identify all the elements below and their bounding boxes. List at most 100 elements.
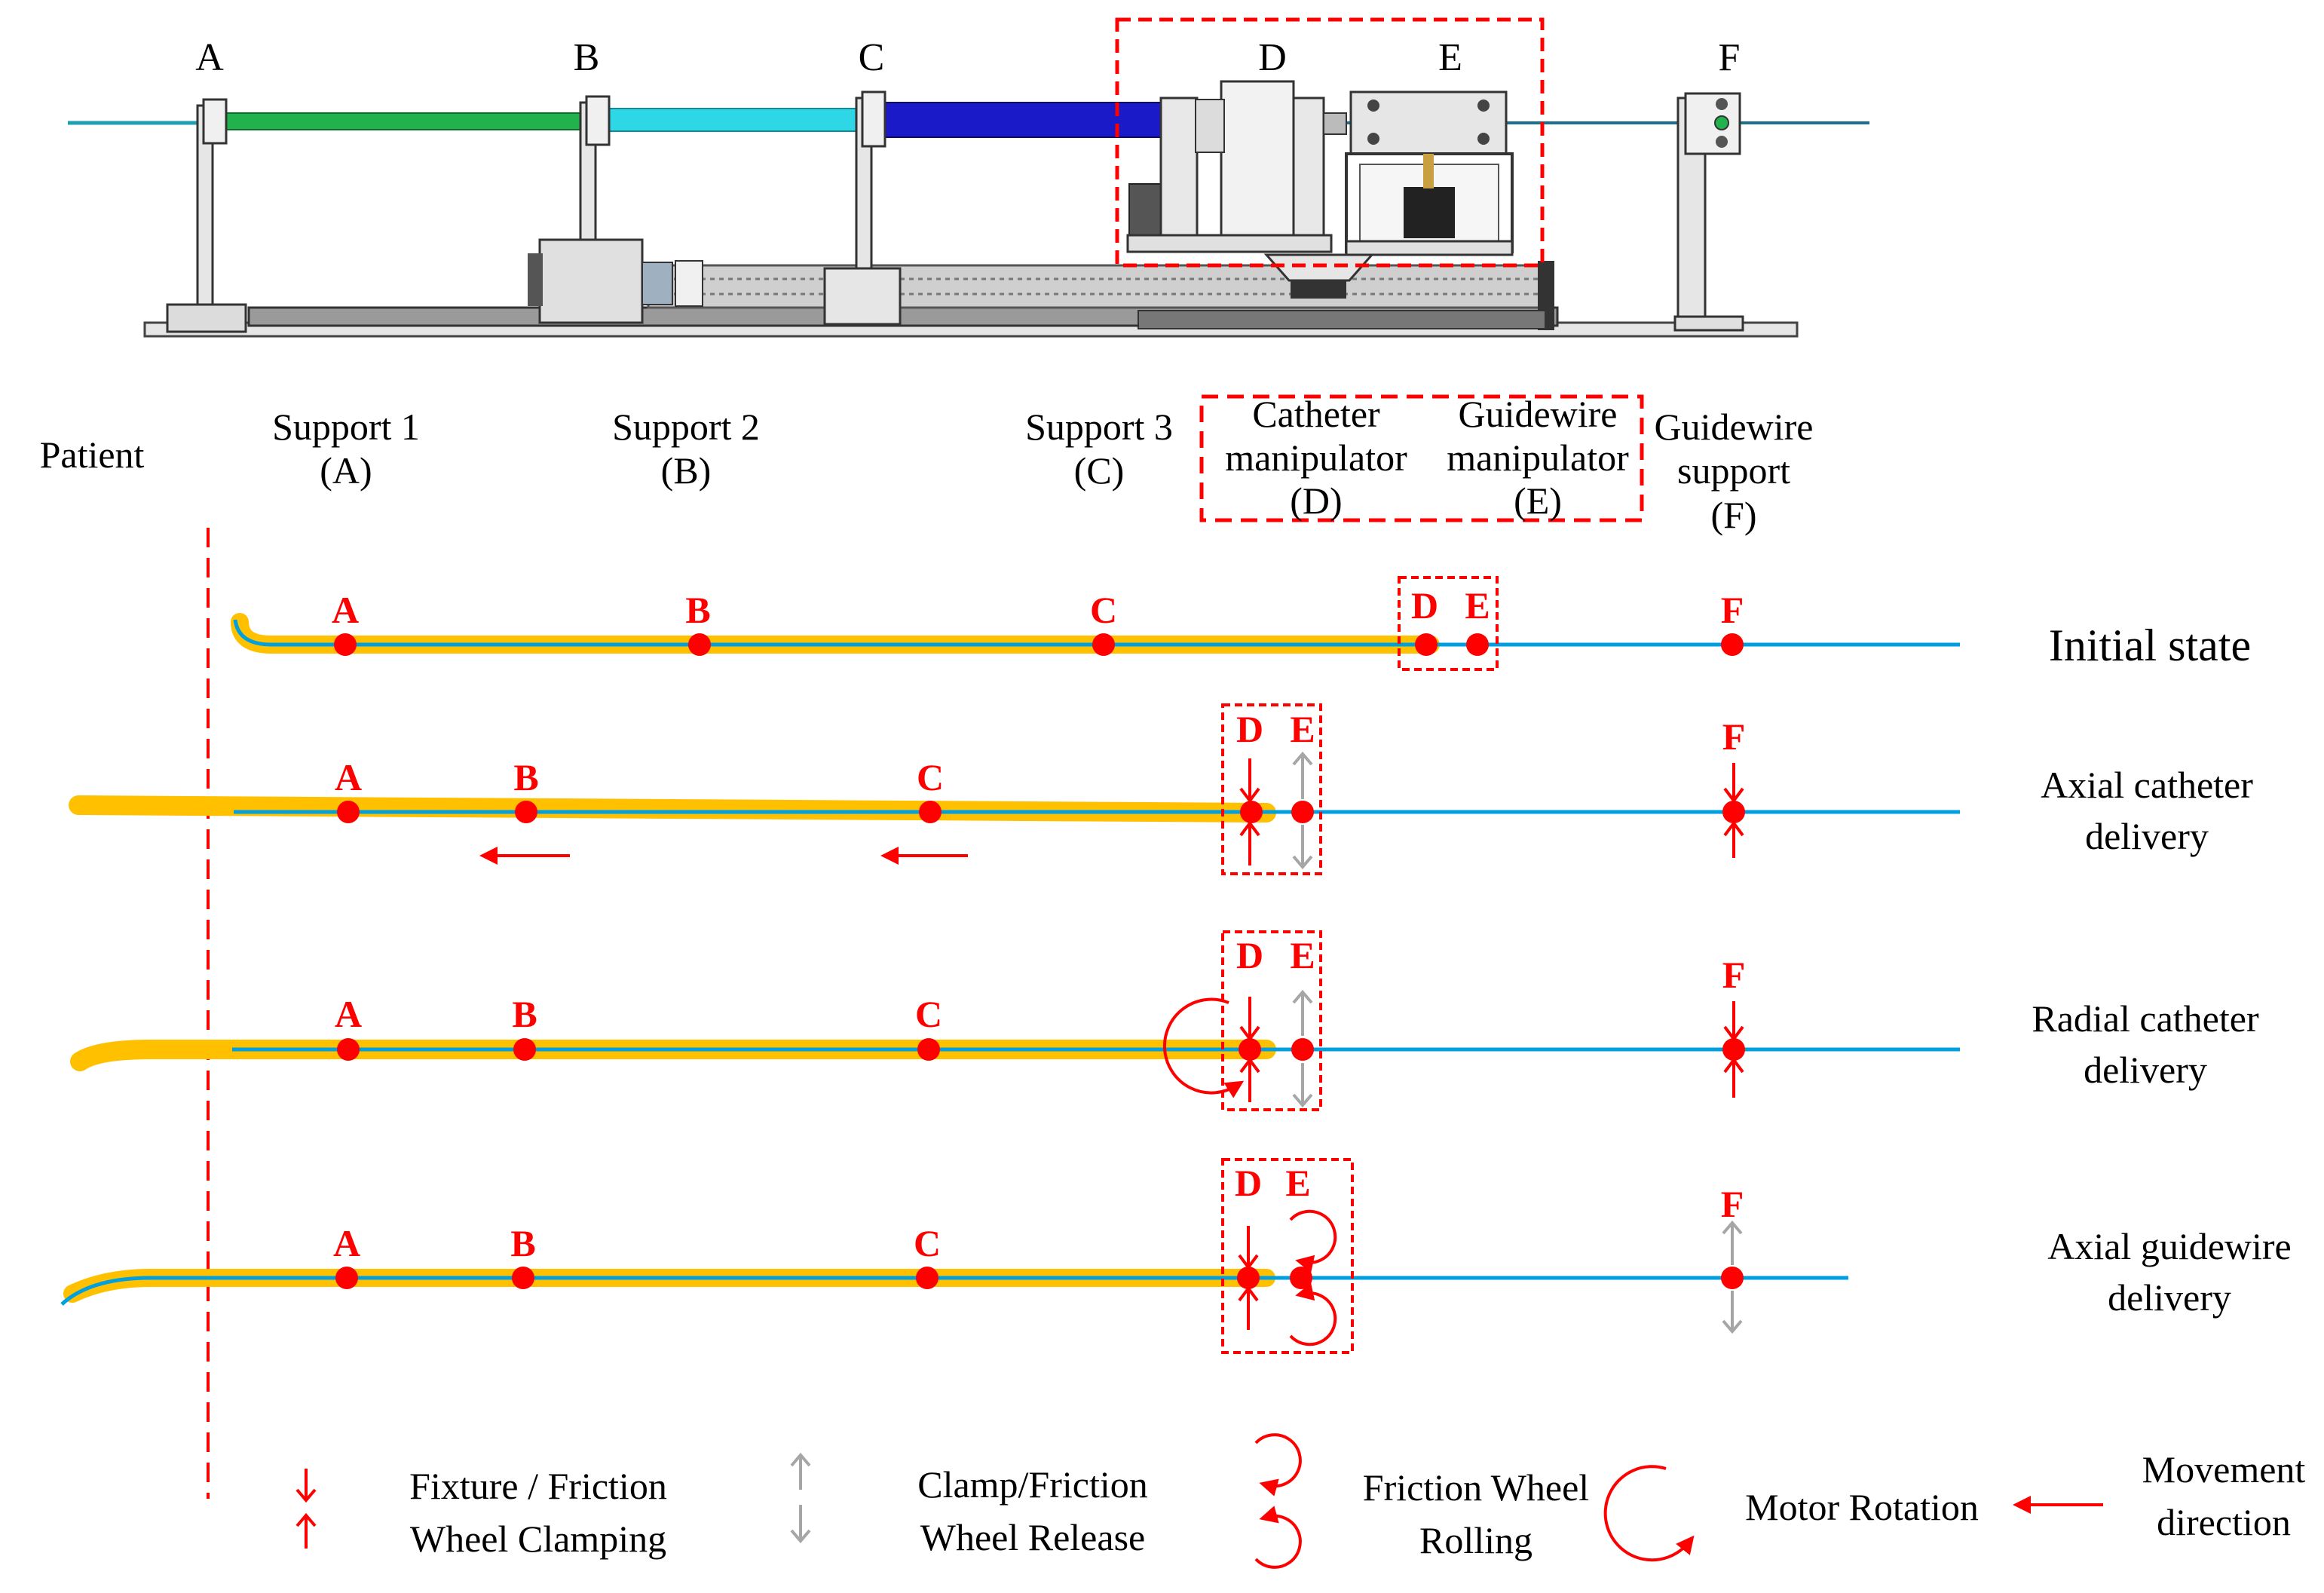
guidewire-support-line2: support <box>1677 449 1790 492</box>
state2-label-d: D <box>1236 708 1263 750</box>
state1-catheter <box>231 613 1440 654</box>
guidewire-manip-line2: manipulator <box>1447 437 1629 479</box>
support3-label-line1: Support 3 <box>1025 406 1173 448</box>
state-axial-guidewire: A B C D E F Axial guidewire delivery <box>60 1158 2292 1354</box>
state2-label-b: B <box>513 756 538 798</box>
de-carriage <box>1263 253 1375 282</box>
state3-label-e: E <box>1290 934 1315 976</box>
machine-letter-a: A <box>195 36 224 79</box>
legend-rolling-top-icon <box>1254 1433 1302 1497</box>
d-shaft <box>1323 112 1347 135</box>
d-body <box>1220 80 1295 241</box>
catheter-manip-line1: Catheter <box>1252 393 1380 435</box>
state4-de-box <box>1221 1158 1354 1354</box>
state4-label-e: E <box>1285 1162 1310 1204</box>
legend-clamping-line2: Wheel Clamping <box>410 1518 666 1560</box>
state3-node-d <box>1239 1038 1261 1061</box>
state4-node-c <box>916 1267 938 1289</box>
legend-release-icon <box>790 1452 811 1544</box>
state3-d-clamp-icon <box>1239 997 1260 1102</box>
support-f-head <box>1684 92 1741 155</box>
state3-node-a <box>337 1038 360 1061</box>
state-initial: A B C D E F Initial state <box>231 576 2251 671</box>
state2-node-a <box>337 801 360 823</box>
support-a-base <box>166 303 247 333</box>
support-c-carriage <box>823 267 902 326</box>
machine-letter-b: B <box>574 36 600 79</box>
machine-letter-c: C <box>859 36 885 79</box>
state3-label-d: D <box>1236 934 1263 976</box>
state1-label-e: E <box>1465 584 1490 626</box>
support-c-clamp <box>861 90 886 148</box>
state3-node-f <box>1722 1038 1745 1061</box>
state2-label-f: F <box>1722 715 1746 758</box>
machine-letter-e: E <box>1438 36 1462 79</box>
state3-node-c <box>917 1038 940 1061</box>
state4-node-b <box>512 1267 534 1289</box>
state4-d-clamp-icon <box>1238 1226 1259 1330</box>
catheter-manip-line3: (D) <box>1290 479 1342 522</box>
state-radial-catheter: A B C D E F Radial catheter delivery <box>70 930 2259 1111</box>
guidewire-support-line1: Guidewire <box>1654 406 1813 448</box>
legend-clamping-line1: Fixture / Friction <box>409 1465 667 1507</box>
support-b-motor-fins <box>528 253 543 306</box>
state3-title-line2: delivery <box>2084 1049 2207 1091</box>
legend-clamp-icon <box>295 1469 317 1549</box>
state2-node-f <box>1722 801 1745 823</box>
e-bolt-1 <box>1367 100 1379 112</box>
state2-label-c: C <box>917 756 944 798</box>
state4-node-e <box>1290 1267 1312 1289</box>
support1-label-line2: (A) <box>320 449 372 492</box>
e-base <box>1345 240 1514 256</box>
support-f-base <box>1673 315 1744 332</box>
state1-label-a: A <box>332 589 359 631</box>
state3-label-f: F <box>1722 954 1746 996</box>
guidewire-manip-line3: (E) <box>1514 479 1562 522</box>
legend-rolling-line1: Friction Wheel <box>1363 1466 1589 1509</box>
d-gear <box>1195 99 1225 153</box>
state4-title-line2: delivery <box>2108 1276 2231 1319</box>
state3-catheter <box>70 1040 1276 1071</box>
e-motor <box>1404 187 1455 238</box>
support2-label-line1: Support 2 <box>612 406 760 448</box>
support-f-light-2 <box>1714 115 1729 130</box>
state2-title-line1: Axial catheter <box>2041 764 2253 806</box>
state1-title: Initial state <box>2049 620 2251 670</box>
de-carriage-slider <box>1291 280 1346 299</box>
state3-label-a: A <box>335 993 362 1035</box>
support2-label-line2: (B) <box>661 449 712 492</box>
state4-label-a: A <box>333 1222 360 1264</box>
state3-node-b <box>513 1038 536 1061</box>
state2-node-e <box>1291 801 1314 823</box>
support-a-clamp <box>202 98 228 145</box>
legend-rolling-line2: Rolling <box>1419 1519 1532 1561</box>
state2-node-b <box>515 801 537 823</box>
state1-label-d: D <box>1411 584 1438 626</box>
state2-f-clamp-icon <box>1723 763 1744 858</box>
support-b-coupler <box>641 262 673 305</box>
state2-node-d <box>1240 801 1263 823</box>
state2-e-release-icon <box>1292 751 1313 870</box>
state3-motor-rotation-icon <box>1162 997 1245 1098</box>
state4-label-b: B <box>510 1222 535 1264</box>
guidewire-manip-line1: Guidewire <box>1458 393 1617 435</box>
machine-rendering: A B C D E F <box>68 17 1869 338</box>
support-b-clamp <box>585 95 611 146</box>
lead-screw <box>647 264 1547 309</box>
state4-f-release-icon <box>1722 1220 1743 1334</box>
d-right-frame <box>1292 96 1325 243</box>
state1-node-a <box>334 633 357 656</box>
state3-de-box <box>1221 930 1322 1111</box>
component-labels: Patient Support 1 (A) Support 2 (B) Supp… <box>40 393 1814 536</box>
e-bolt-2 <box>1477 100 1490 112</box>
state2-d-clamp-icon <box>1239 758 1260 865</box>
state2-de-box <box>1221 703 1322 875</box>
state1-label-b: B <box>685 589 710 631</box>
state3-node-e <box>1291 1038 1314 1061</box>
state3-label-b: B <box>512 993 537 1035</box>
manipulators-box <box>1199 394 1644 522</box>
legend-rolling-bottom-icon <box>1254 1506 1302 1569</box>
guidewire-support-line3: (F) <box>1710 494 1756 536</box>
state4-node-a <box>335 1267 358 1289</box>
